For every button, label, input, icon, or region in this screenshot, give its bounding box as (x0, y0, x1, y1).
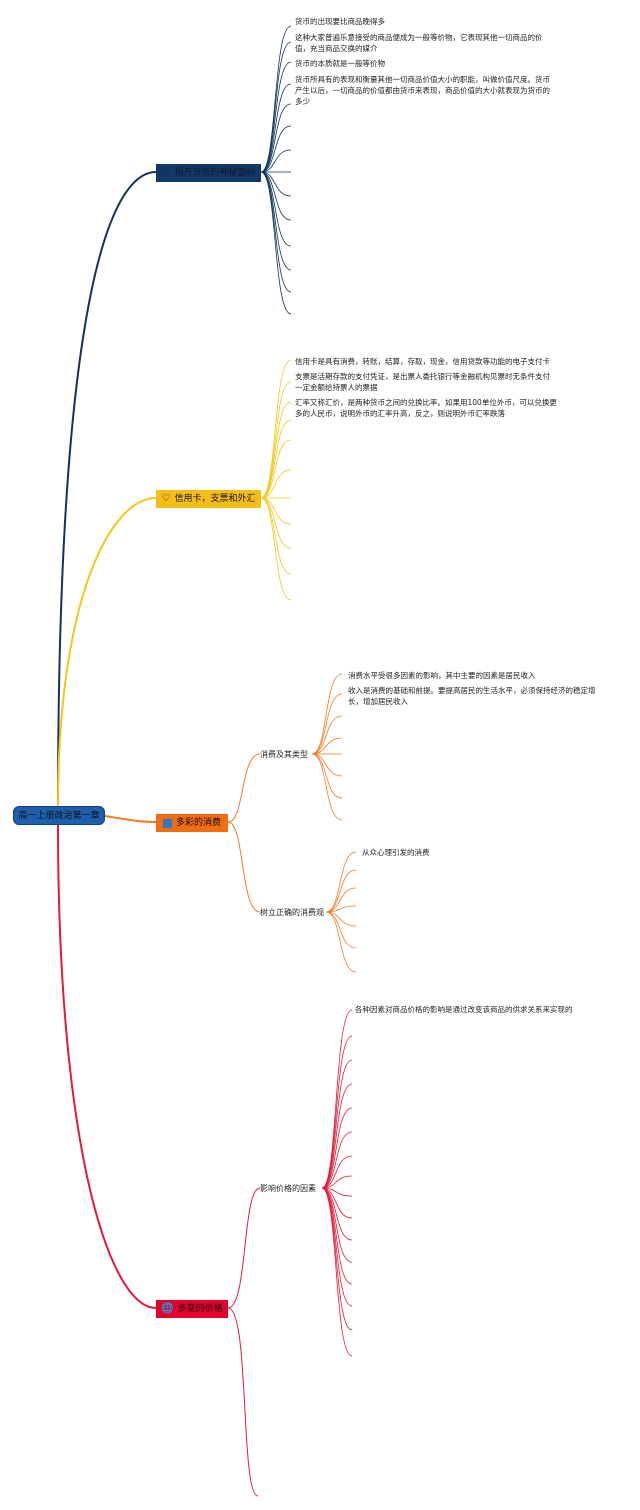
leaf-link (260, 469, 292, 499)
sub-node-consumption-view[interactable]: 树立正确的消费观 (260, 904, 324, 922)
leaf-link (260, 497, 292, 549)
leaf-link (325, 911, 357, 949)
leaf-link (321, 1175, 353, 1189)
sub-label: 影响价格的因素 (260, 1184, 316, 1193)
leaf-link (260, 419, 292, 499)
leaf-link (260, 359, 292, 499)
branch-label: 多彩的消费 (175, 818, 221, 828)
square-icon (162, 818, 172, 828)
leaf-link (321, 1107, 353, 1189)
root-node[interactable]: 高一上册政治第一章 (13, 806, 105, 825)
leaf-link (260, 171, 292, 271)
leaf-text: 各种因素对商品价格的影响是通过改变该商品的供求关系来实现的 (355, 1005, 573, 1014)
branch-node-price[interactable]: 🌐 多变的价格 (156, 1300, 228, 1318)
sub-link (227, 753, 261, 823)
branch-label: 信用卡，支票和外汇 (174, 494, 256, 504)
sub-label: 消费及其类型 (260, 750, 308, 759)
leaf-link (321, 1155, 353, 1189)
leaf-text: 收入是消费的基础和前提。要提高居民的生活水平，必须保持经济的稳定增长，增加居民收… (348, 686, 596, 706)
heart-icon: ♡ (161, 493, 171, 504)
leaf-link (311, 753, 343, 821)
leaf-link (321, 1035, 353, 1189)
leaf-link (311, 673, 343, 755)
root-label: 高一上册政治第一章 (18, 810, 100, 821)
leaf-link (321, 1009, 353, 1189)
branch-node-currency[interactable]: ♡ 揭开货币的神秘面纱 (156, 164, 261, 182)
leaf-link (260, 25, 292, 173)
leaf-text: 货币的出现要比商品晚得多 (295, 17, 385, 26)
branch-label: 多变的价格 (177, 1304, 223, 1314)
leaf-text: 货币所具有的表现和衡量其他一切商品价值大小的职能，叫做价值尺度。货币产生以后，一… (295, 75, 550, 106)
leaf-link (260, 171, 292, 221)
leaf-text: 货币的本质就是一般等价物 (295, 59, 385, 68)
leaf-text: 汇率又称汇价，是两种货币之间的兑换比率。如果用100单位外币，可以兑换更多的人民… (295, 398, 557, 418)
leaf-link (325, 869, 357, 913)
leaf-link (260, 171, 292, 247)
leaf-link (260, 171, 292, 293)
leaf-link (311, 715, 343, 755)
sub-node-price-factors[interactable]: 影响价格的因素 (260, 1180, 316, 1198)
leaf-link (321, 1187, 353, 1241)
leaf-link (260, 381, 292, 499)
leaf-link (321, 1059, 353, 1189)
leaf-link (321, 1083, 353, 1189)
sub-link (227, 1307, 259, 1497)
branch-link (57, 171, 157, 807)
leaf-link (260, 149, 292, 173)
leaf-link (325, 887, 357, 913)
leaf-link (260, 497, 292, 601)
branch-link (57, 497, 157, 807)
branch-link (57, 824, 157, 1309)
leaf-link (260, 61, 292, 173)
leaf-text: 消费水平受很多因素的影响，其中主要的因素是居民收入 (348, 671, 536, 680)
globe-icon: 🌐 (161, 1303, 174, 1314)
leaf-link (321, 1131, 353, 1189)
leaf-link (325, 851, 357, 913)
leaf-link (260, 83, 292, 173)
sub-node-consumption-types[interactable]: 消费及其类型 (260, 746, 308, 764)
sub-link (227, 821, 261, 913)
branch-link (104, 815, 157, 823)
sub-link (227, 1187, 261, 1309)
leaf-text: 信用卡是具有消费，转账，结算，存取，现金，信用贷款等功能的电子支付卡 (295, 357, 550, 366)
leaf-link (260, 401, 292, 499)
leaf-link (321, 1187, 353, 1331)
leaf-link (260, 171, 292, 315)
leaf-link (321, 1187, 353, 1357)
leaf-link (321, 1187, 353, 1307)
branch-node-consumption[interactable]: 多彩的消费 (156, 814, 228, 832)
leaf-link (260, 41, 292, 173)
leaf-link (311, 693, 343, 755)
branch-label: 揭开货币的神秘面纱 (174, 168, 256, 178)
leaf-link (260, 497, 292, 575)
sub-label: 树立正确的消费观 (260, 908, 324, 917)
leaf-link (325, 905, 357, 913)
heart-icon: ♡ (161, 167, 171, 178)
leaf-text: 从众心理引发的消费 (362, 848, 430, 857)
leaf-text: 这种大家普遍乐意接受的商品便成为一般等价物，它表现其他一切商品的价值，充当商品交… (295, 33, 543, 53)
leaf-text: 支票是活期存款的支付凭证，是出票人委托银行等金融机构见票时无条件支付一定金额给持… (295, 372, 550, 392)
leaf-link (325, 911, 357, 973)
leaf-link (311, 737, 343, 755)
leaf-link (260, 439, 292, 499)
leaf-link (260, 125, 292, 173)
branch-node-credit[interactable]: ♡ 信用卡，支票和外汇 (156, 490, 261, 508)
leaf-link (260, 103, 292, 173)
leaf-link (311, 753, 343, 777)
